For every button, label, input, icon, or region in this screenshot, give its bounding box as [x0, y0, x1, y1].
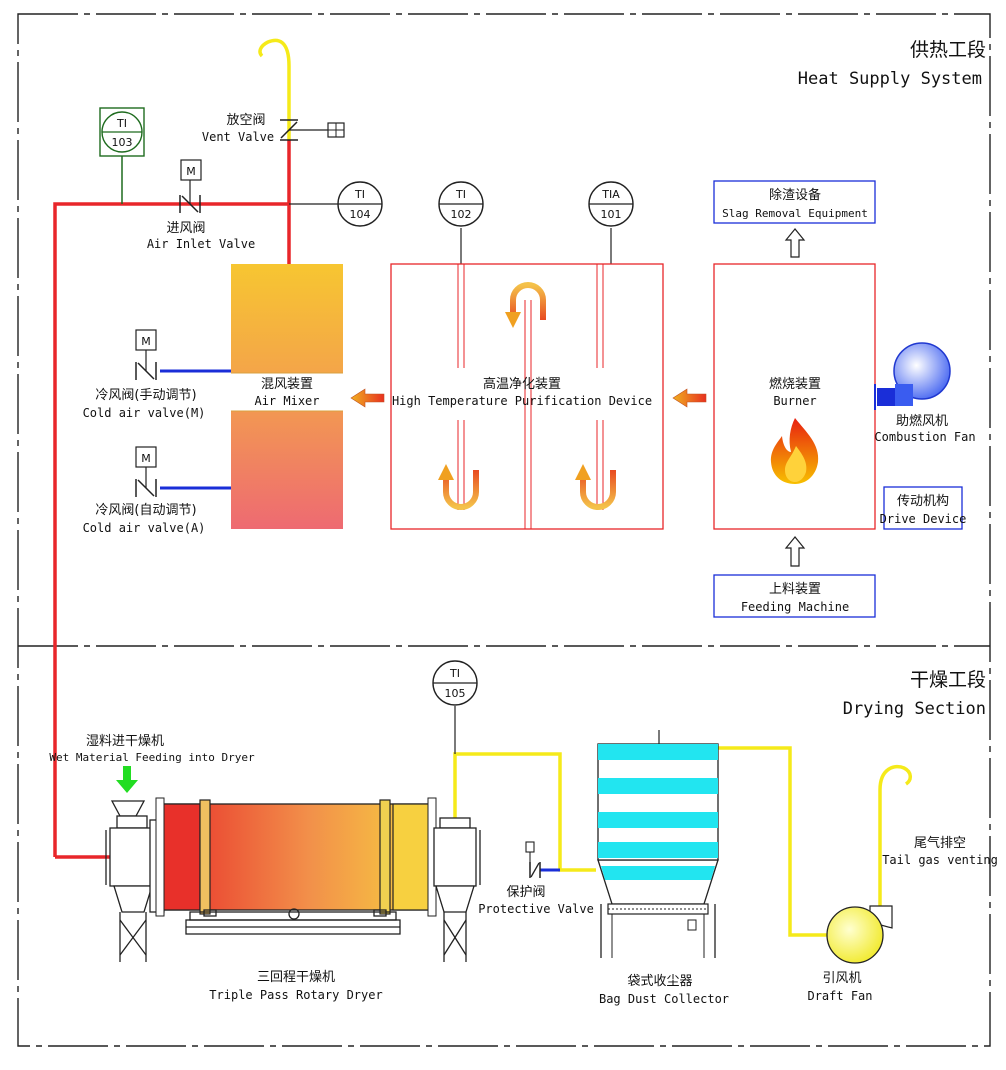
- vent-valve-label-cn: 放空阀: [226, 113, 265, 128]
- ti103-tag: TI: [116, 117, 127, 130]
- air-inlet-valve-label-cn: 进风阀: [166, 221, 205, 236]
- instrument-ti104: TI 104: [337, 181, 383, 227]
- cold-valve-a-motor-label: M: [141, 452, 151, 465]
- hollow-up-arrow-icon: [784, 228, 806, 258]
- feeding-machine-label-cn: 上料装置: [769, 582, 821, 597]
- purification-device: [390, 263, 664, 530]
- combustion-fan-label-cn: 助燃风机: [896, 413, 948, 429]
- ti102-num: 102: [451, 208, 472, 221]
- instrument-tia101: TIA 101: [588, 181, 634, 227]
- tail-gas-label-en: Tail gas venting: [882, 853, 998, 867]
- drive-device-label-en: Drive Device: [880, 512, 967, 526]
- u-flow-arrow-icon: [505, 282, 546, 328]
- ti102-tag: TI: [455, 188, 466, 201]
- flow-arrow-left-icon: [350, 388, 385, 408]
- feeding-machine-label-en: Feeding Machine: [741, 600, 849, 614]
- wet-feed-label-en: Wet Material Feeding into Dryer: [49, 751, 255, 764]
- cold-valve-a-label-en: Cold air valve(A): [83, 521, 206, 535]
- drying-section-title-cn: 干燥工段: [910, 669, 986, 691]
- air-mixer-label-cn: 混风装置: [261, 377, 313, 392]
- combustion-fan: [874, 342, 951, 410]
- dryer-base-frame: [185, 908, 401, 935]
- heat-section-title-cn: 供热工段: [910, 39, 986, 61]
- bag-collector-label-cn: 袋式收尘器: [627, 974, 692, 989]
- vent-valve-label-en: Vent Valve: [202, 130, 274, 144]
- air-mixer: [231, 264, 343, 529]
- cold-valve-m-motor-label: M: [141, 335, 151, 348]
- wet-feed-label-cn: 湿料进干燥机: [86, 734, 164, 749]
- flame-icon: [770, 418, 819, 484]
- vent-valve[interactable]: [280, 119, 345, 141]
- purification-label-en: High Temperature Purification Device: [392, 394, 652, 408]
- ti105-tag: TI: [449, 667, 460, 680]
- dryer-outlet-housing: [433, 817, 481, 962]
- ti105-num: 105: [445, 687, 466, 700]
- instrument-ti102: TI 102: [438, 181, 484, 227]
- cold-air-pipes: [160, 369, 560, 872]
- protective-valve-label-cn: 保护阀: [506, 885, 545, 900]
- draft-fan-label-en: Draft Fan: [807, 989, 872, 1003]
- drive-device-box: [883, 486, 963, 530]
- draft-fan: [826, 905, 893, 964]
- cold-air-valve-auto[interactable]: M: [135, 446, 157, 497]
- cold-valve-a-label-cn: 冷风阀(自动调节): [95, 503, 196, 518]
- slag-removal-label-en: Slag Removal Equipment: [722, 207, 868, 220]
- outer-frame: [17, 13, 991, 1047]
- dryer-label-cn: 三回程干燥机: [257, 970, 335, 985]
- combustion-fan-label-en: Combustion Fan: [874, 430, 975, 444]
- draft-fan-label-cn: 引风机: [822, 971, 861, 986]
- instrument-ti105: TI 105: [432, 660, 478, 706]
- drive-device-label-cn: 传动机构: [897, 494, 949, 509]
- air-inlet-motor-label: M: [186, 165, 196, 178]
- air-inlet-valve-label-en: Air Inlet Valve: [147, 237, 255, 251]
- u-flow-arrow-icon: [575, 464, 616, 510]
- bag-collector-label-en: Bag Dust Collector: [599, 992, 729, 1006]
- tia101-num: 101: [601, 208, 622, 221]
- cold-valve-m-label-en: Cold air valve(M): [83, 406, 206, 420]
- tia101-tag: TIA: [601, 188, 620, 201]
- instrument-ti103: TI 103: [99, 107, 145, 157]
- u-flow-arrow-icon: [438, 464, 479, 510]
- feed-down-arrow-icon: [116, 766, 138, 793]
- slag-removal-box: [713, 180, 876, 224]
- air-mixer-label-en: Air Mixer: [254, 394, 319, 408]
- dryer-label-en: Triple Pass Rotary Dryer: [209, 988, 382, 1002]
- flow-arrow-left-icon: [672, 388, 707, 408]
- protective-valve[interactable]: [525, 841, 541, 878]
- cold-air-valve-manual[interactable]: M: [135, 329, 157, 380]
- burner-label-en: Burner: [773, 394, 816, 408]
- hollow-up-arrow-icon: [784, 536, 806, 567]
- vent-stack: [258, 38, 291, 140]
- slag-removal-label-cn: 除渣设备: [769, 187, 821, 203]
- tail-gas-label-cn: 尾气排空: [914, 835, 966, 851]
- heat-section-title-en: Heat Supply System: [798, 69, 982, 89]
- exhaust-pipes: [453, 746, 912, 937]
- rotary-dryer-drum: [155, 797, 437, 917]
- protective-valve-label-en: Protective Valve: [478, 902, 594, 916]
- ti104-num: 104: [350, 208, 371, 221]
- purification-label-cn: 高温净化装置: [483, 376, 561, 392]
- burner: [713, 263, 876, 530]
- drying-section-title-en: Drying Section: [843, 699, 986, 719]
- air-inlet-valve[interactable]: M: [179, 159, 202, 213]
- burner-label-cn: 燃烧装置: [769, 376, 821, 392]
- bag-dust-collector: [597, 730, 719, 958]
- cold-valve-m-label-cn: 冷风阀(手动调节): [95, 388, 196, 403]
- ti104-tag: TI: [354, 188, 365, 201]
- feeding-machine-box: [713, 574, 876, 618]
- ti103-num: 103: [112, 136, 133, 149]
- dryer-inlet-housing: [105, 800, 165, 962]
- hot-air-pipes: [53, 140, 291, 859]
